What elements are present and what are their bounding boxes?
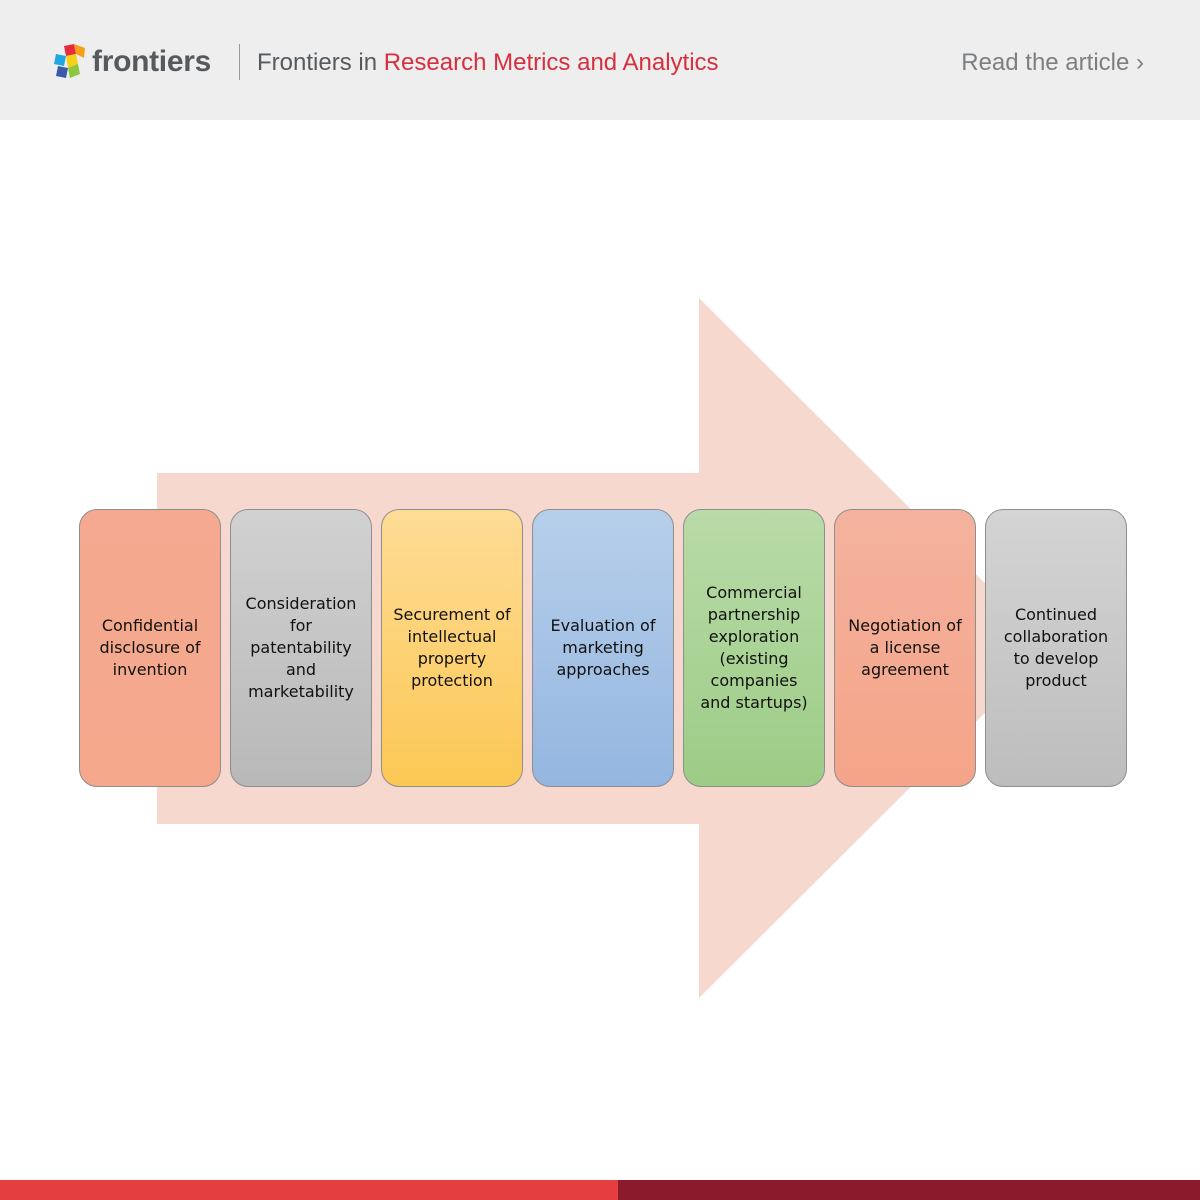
read-article-link[interactable]: Read the article › (961, 49, 1144, 76)
step-label: Consideration for patentability and mark… (245, 594, 357, 701)
journal-title: Frontiers in Research Metrics and Analyt… (257, 48, 719, 78)
journal-name[interactable]: Research Metrics and Analytics (383, 49, 719, 76)
step-label: Evaluation of marketing approaches (550, 616, 656, 679)
frontiers-logo[interactable]: frontiers (54, 44, 211, 80)
frontiers-logo-icon (54, 44, 85, 78)
brand-name: frontiers (92, 45, 211, 78)
step-ip-protection: Securement of intellectual property prot… (381, 509, 523, 787)
step-label: Confidential disclosure of invention (99, 616, 201, 679)
footer-color-bar (0, 1180, 1200, 1200)
journal-prefix: Frontiers in (257, 49, 378, 76)
step-confidential-disclosure: Confidential disclosure of invention (79, 509, 221, 787)
header-divider (239, 44, 240, 80)
step-patentability-consideration: Consideration for patentability and mark… (230, 509, 372, 787)
step-label: Commercial partnership exploration (exis… (700, 583, 808, 712)
step-label: Negotiation of a license agreement (848, 616, 962, 679)
process-diagram: Confidential disclosure of invention Con… (0, 120, 1200, 1180)
step-label: Continued collaboration to develop produ… (1003, 605, 1109, 690)
step-marketing-evaluation: Evaluation of marketing approaches (532, 509, 674, 787)
footer-bar-red (0, 1180, 618, 1200)
step-license-negotiation: Negotiation of a license agreement (834, 509, 976, 787)
step-continued-collaboration: Continued collaboration to develop produ… (985, 509, 1127, 787)
step-label: Securement of intellectual property prot… (393, 605, 511, 690)
site-header: frontiers Frontiers in Research Metrics … (0, 0, 1200, 120)
step-partnership-exploration: Commercial partnership exploration (exis… (683, 509, 825, 787)
footer-bar-maroon (618, 1180, 1200, 1200)
